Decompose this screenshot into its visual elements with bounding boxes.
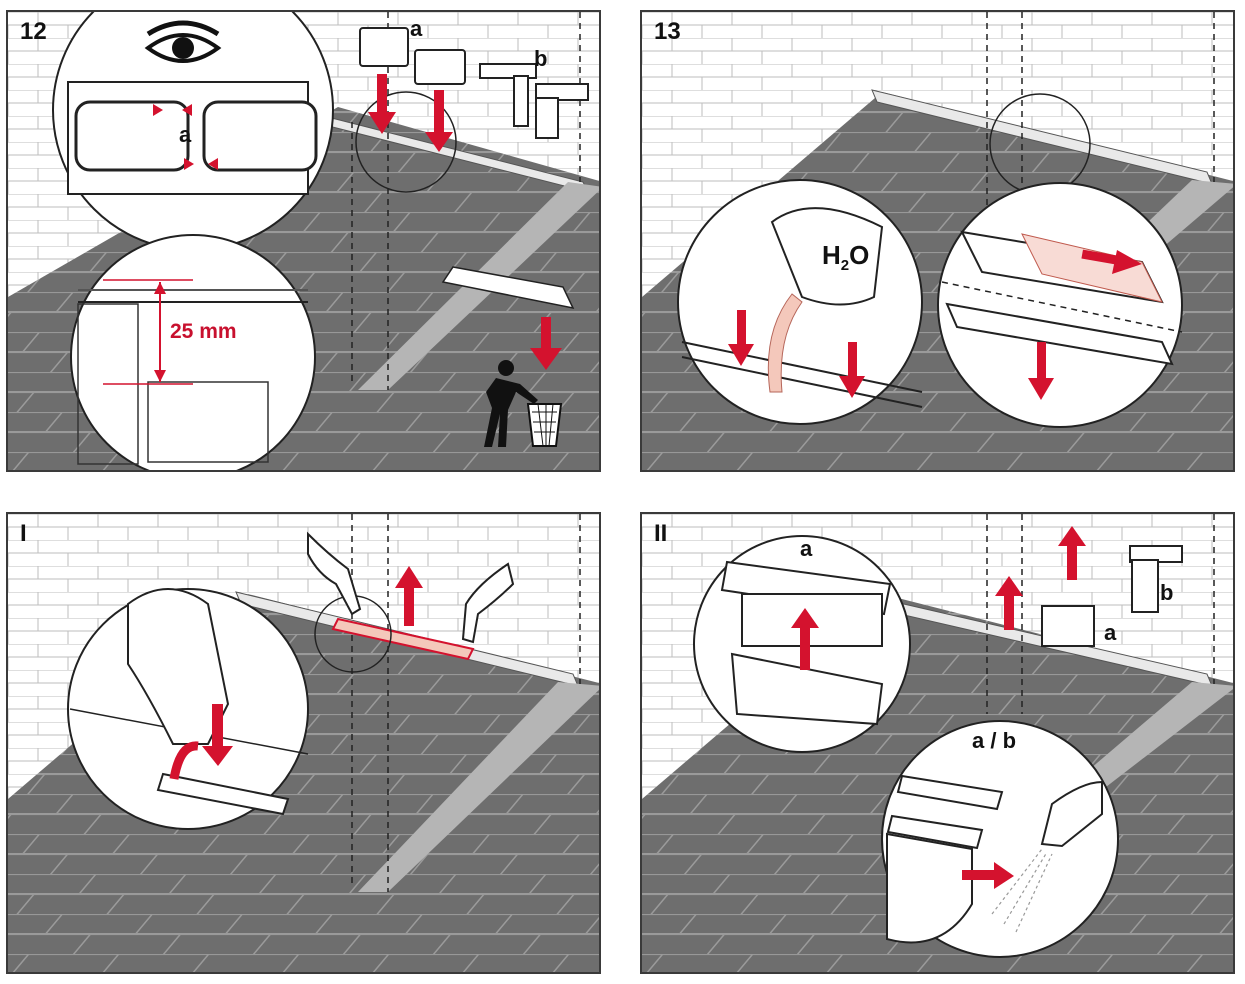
trash-bin-icon: [526, 403, 563, 447]
step-12-illustration: [8, 12, 599, 470]
label-a-top: a: [410, 16, 423, 41]
insert-arrows: [368, 74, 562, 370]
zoom-grip-detail: [67, 588, 309, 830]
cartridge-b-group: [479, 63, 589, 139]
panel-step-II: II: [640, 512, 1235, 974]
water-label-o: O: [849, 240, 870, 270]
faucet-icon: [991, 780, 1103, 933]
zoom-water-detail: [677, 179, 923, 425]
step-I-illustration: [8, 514, 599, 972]
step-number: 12: [20, 18, 47, 45]
cartridge-a-group: [359, 27, 466, 85]
label-a-zoom: a: [800, 536, 813, 561]
zoom-rinse-detail: [881, 720, 1119, 958]
water-label: H2O: [822, 240, 869, 274]
zoom-measure-detail: [70, 234, 316, 470]
zoom-eye-detail: [52, 12, 334, 251]
eye-icon: [144, 20, 222, 63]
label-a-scene: a: [1104, 620, 1117, 645]
person-icon: [484, 360, 538, 447]
lift-arrow: [395, 566, 423, 626]
zoom-cartridge-a-detail: [693, 535, 911, 753]
step-number: II: [654, 520, 668, 547]
water-label-h: H: [822, 240, 841, 270]
panel-step-13: 13: [640, 10, 1235, 472]
panel-step-I: I: [6, 512, 601, 974]
remove-arrows: [995, 526, 1086, 630]
step-number: I: [20, 520, 27, 547]
step-II-illustration: [642, 514, 1233, 972]
measure-label: 25 mm: [170, 320, 237, 343]
step-number: 13: [654, 18, 681, 45]
label-ab-zoom: a / b: [972, 728, 1017, 753]
zoom-cover-detail: [937, 182, 1183, 428]
label-a-zoom: a: [179, 122, 192, 147]
label-b-scene: b: [1160, 580, 1174, 605]
panel-step-12: 12: [6, 10, 601, 472]
water-cup-icon: [770, 207, 884, 306]
step-13-illustration: [642, 12, 1233, 470]
label-b-top: b: [534, 46, 548, 71]
water-label-sub: 2: [840, 257, 850, 275]
hand-icon: [307, 531, 515, 644]
